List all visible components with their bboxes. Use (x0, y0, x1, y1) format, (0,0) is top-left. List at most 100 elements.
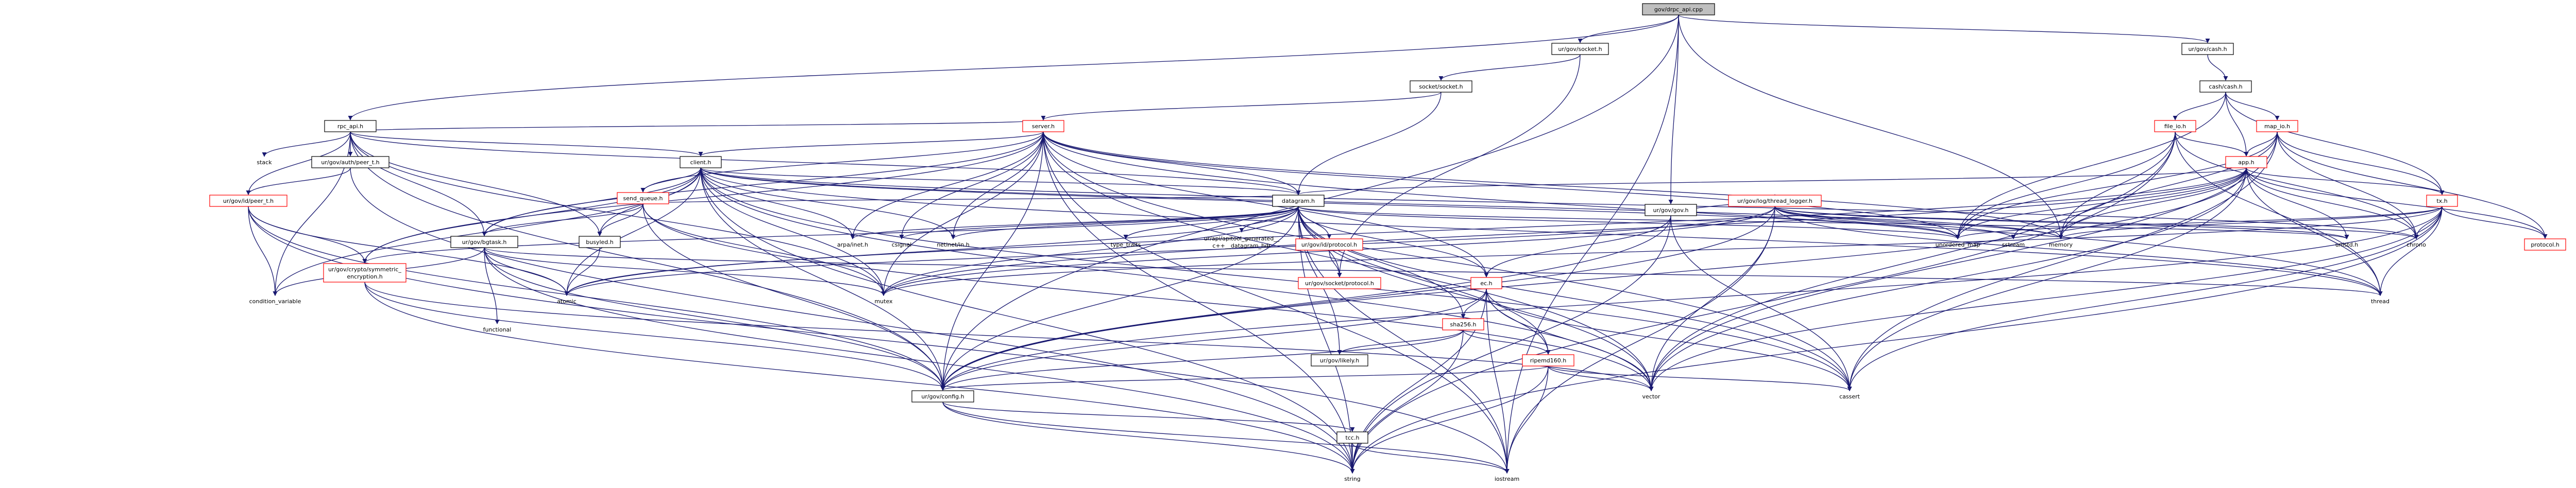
edge-datagram-to-typetraits (1123, 206, 1299, 239)
edge-server-to-string (1043, 131, 1355, 474)
node-label: thread (2371, 298, 2389, 305)
edge-idpeer-to-iostream (248, 206, 1510, 474)
edge-root-to-socket (1578, 14, 1679, 43)
edge-authpeer-to-string (350, 167, 1355, 474)
node-apigen[interactable]: ur/api/apitool_generated__c++__datagram_… (1204, 235, 1280, 249)
node-cashdir[interactable]: cash/cash.h (2199, 80, 2252, 93)
node-atomic[interactable]: atomic (557, 298, 577, 305)
edge-bigtask-to-mutex (484, 247, 886, 296)
node-unistd[interactable]: unistd.h (2335, 241, 2359, 248)
node-root[interactable]: gov/drpc_api.cpp (1642, 3, 1715, 15)
edge-mapio-to-unordmap (1955, 131, 2278, 239)
node-sstream[interactable]: sstream (2002, 241, 2025, 248)
node-memory[interactable]: memory (2049, 241, 2073, 248)
edge-fileio-to-string (1350, 131, 2176, 474)
node-label: csignal (892, 241, 912, 248)
node-box (579, 236, 621, 248)
node-ecH[interactable]: ec.h (1470, 277, 1502, 289)
edge-ripemd-to-iostream (1504, 365, 1549, 474)
node-ripemd[interactable]: ripemd160.h (1522, 354, 1574, 367)
node-box (1336, 431, 1368, 444)
node-unordmap[interactable]: unordered_map (1936, 241, 1980, 248)
node-idproto[interactable]: ur/gov/id/protocol.h (1295, 238, 1363, 251)
edge-root-to-memory (1678, 14, 2063, 239)
node-appH[interactable]: app.h (2225, 156, 2267, 168)
node-vector[interactable]: vector (1642, 393, 1660, 400)
node-netinet[interactable]: netinet/in.h (937, 241, 969, 248)
node-condvar[interactable]: condition_variable (249, 298, 301, 305)
node-chrono[interactable]: chrono (2406, 241, 2426, 248)
node-rpc[interactable]: rpc_api.h (324, 120, 377, 132)
node-bigtask[interactable]: ur/gov/bgtask.h (450, 236, 518, 248)
node-sockproto[interactable]: ur/gov/socket/protocol.h (1298, 277, 1381, 289)
node-txH[interactable]: tx.h (2426, 195, 2458, 207)
node-box (1298, 277, 1381, 289)
edge-mapio-to-memory (2058, 131, 2278, 239)
node-protoH[interactable]: protocol.h (2524, 238, 2566, 251)
node-sockdir[interactable]: socket/socket.h (1410, 80, 1472, 93)
edge-client-to-datagram (700, 167, 1301, 195)
node-config[interactable]: ur/gov/config.h (911, 390, 974, 403)
edge-txH-to-unordmap (1955, 206, 2443, 239)
edge-datagram-to-mutex (881, 206, 1299, 296)
node-sendq[interactable]: send_queue.h (617, 192, 669, 204)
node-tccH[interactable]: tcc.h (1336, 431, 1368, 444)
node-client[interactable]: client.h (680, 156, 722, 168)
edge-server-to-mutex (881, 131, 1044, 296)
edge-server-to-bigtask (482, 131, 1044, 236)
edge-server-to-client (698, 131, 1044, 156)
node-authpeer[interactable]: ur/gov/auth/peer_t.h (311, 156, 389, 168)
node-string[interactable]: string (1344, 476, 1361, 482)
node-box (323, 263, 406, 283)
node-fileio[interactable]: file_io.h (2154, 120, 2196, 132)
edge-cashdir-to-appH (2225, 92, 2249, 156)
node-label: type_traits (1111, 241, 1141, 248)
node-log[interactable]: ur/gov/log/thread_logger.h (1728, 195, 1822, 207)
edge-ecH-to-string (1350, 288, 1487, 474)
node-box (2524, 238, 2566, 251)
node-box (1728, 195, 1822, 207)
node-box (2154, 120, 2196, 132)
node-stack[interactable]: stack (257, 159, 272, 166)
node-mapio[interactable]: map_io.h (2256, 120, 2298, 132)
node-gov[interactable]: ur/gov/gov.h (1645, 204, 1697, 216)
node-csignal[interactable]: csignal (892, 241, 912, 248)
node-cash[interactable]: ur/gov/cash.h (2181, 43, 2234, 55)
node-cassert[interactable]: cassert (1839, 393, 1860, 400)
node-iostream[interactable]: iostream (1495, 476, 1519, 482)
edge-idpeer-to-condvar (248, 206, 278, 296)
node-socket[interactable]: ur/gov/socket.h (1551, 43, 1609, 55)
node-functional[interactable]: functional (483, 326, 512, 333)
node-mutex[interactable]: mutex (874, 298, 893, 305)
node-datagram[interactable]: datagram.h (1272, 195, 1325, 207)
node-thread[interactable]: thread (2371, 298, 2389, 305)
edge-datagram-to-cryptosym (362, 206, 1299, 264)
node-sha256[interactable]: sha256.h (1442, 318, 1484, 330)
edge-cashdir-to-mapio (2225, 92, 2280, 120)
edge-log-to-iostream (1504, 206, 1775, 474)
edge-server-to-config (940, 131, 1044, 391)
edge-datagram-to-ecH (1298, 206, 1489, 277)
edge-rpc-to-idpeer (246, 131, 351, 195)
node-cryptosym[interactable]: ur/gov/crypto/symmetric_encryption.h (323, 263, 406, 283)
edge-fileio-to-appH (2175, 131, 2249, 156)
node-label: cash/cash.h (2209, 83, 2242, 90)
node-label: tcc.h (1346, 434, 1360, 441)
edge-rpc-to-busyled (350, 131, 602, 236)
dependency-nodes: gov/drpc_api.cpp ur/gov/socket.h socket/so… (209, 3, 2566, 482)
node-label: ur/gov/likely.h (1320, 357, 1359, 364)
node-idpeer[interactable]: ur/gov/id/peer_t.h (209, 195, 287, 207)
node-label: stack (257, 159, 272, 166)
edge-log-to-atomic (564, 206, 1775, 296)
edge-datagram-to-atomic (564, 206, 1299, 296)
edge-server-to-thread (1043, 131, 2383, 296)
node-typetraits[interactable]: type_traits (1111, 241, 1141, 248)
edge-sendq-to-config (642, 203, 945, 391)
node-label: cassert (1839, 393, 1860, 400)
edge-datagram-to-csignal (899, 206, 1299, 239)
node-likely[interactable]: ur/gov/likely.h (1311, 354, 1368, 367)
node-arpainet[interactable]: arpa/inet.h (837, 241, 868, 248)
edge-tccH-to-iostream (1352, 443, 1510, 474)
node-busyled[interactable]: busyled.h (579, 236, 621, 248)
node-server[interactable]: server.h (1022, 120, 1064, 132)
